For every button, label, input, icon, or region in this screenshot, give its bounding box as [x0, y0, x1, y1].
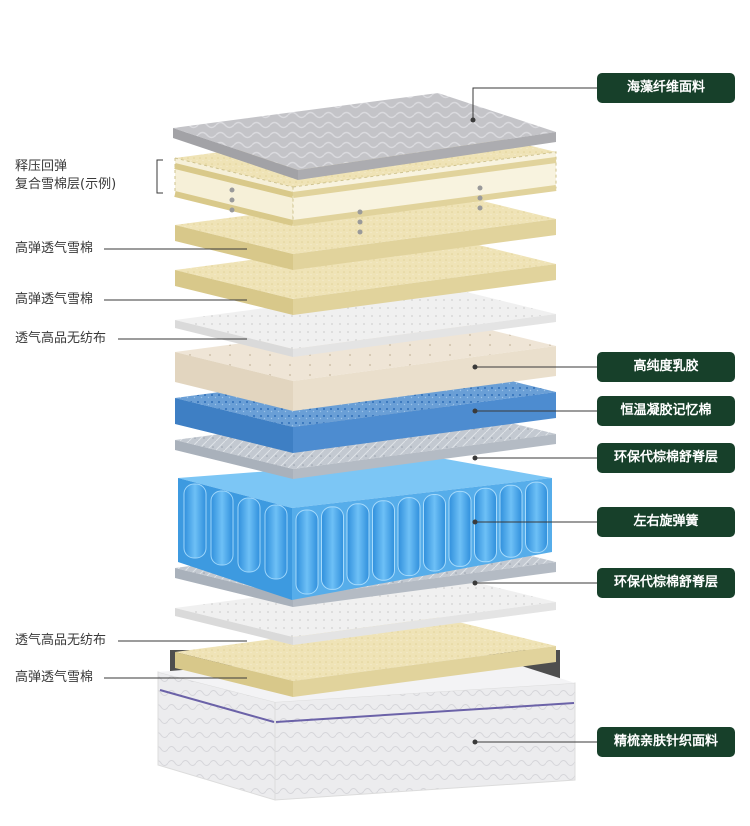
spring-pocket — [424, 495, 446, 572]
label-high-elastic-foam-1: 高弹透气雪棉 — [15, 241, 93, 257]
label-high-elastic-foam-2: 高弹透气雪棉 — [15, 292, 93, 308]
spring-pocket — [265, 505, 287, 579]
badge-latex: 高纯度乳胶 — [597, 352, 735, 382]
badge-palm-top: 环保代棕棉舒脊层 — [597, 443, 735, 473]
spring-pocket — [347, 504, 369, 585]
spring-pocket — [238, 498, 260, 572]
badge-memory-gel: 恒温凝胶记忆棉 — [597, 396, 735, 426]
spring-pocket — [184, 484, 206, 558]
spring-pocket — [449, 491, 471, 566]
spring-pocket — [475, 488, 497, 562]
spring-pocket — [211, 491, 233, 565]
label-high-elastic-foam-3: 高弹透气雪棉 — [15, 670, 93, 686]
label-nonwoven-bottom: 透气高品无纺布 — [15, 633, 106, 649]
badge-knit-fabric: 精梳亲肤针织面料 — [597, 727, 735, 757]
spring-pocket — [398, 498, 420, 576]
label-nonwoven-top: 透气高品无纺布 — [15, 331, 106, 347]
spring-pocket — [500, 485, 522, 557]
badge-palm-bottom: 环保代棕棉舒脊层 — [597, 568, 735, 598]
spring-pocket — [322, 507, 344, 590]
badge-pocket-springs: 左右旋弹簧 — [597, 507, 735, 537]
badge-seaweed-fabric: 海藻纤维面料 — [597, 73, 735, 103]
label-pressure-relief-line1: 释压回弹 — [15, 159, 67, 175]
spring-pocket — [526, 482, 548, 552]
spring-pocket — [373, 501, 395, 581]
label-composite-foam-line2: 复合雪棉层(示例) — [15, 177, 116, 193]
spring-pocket — [296, 510, 318, 594]
